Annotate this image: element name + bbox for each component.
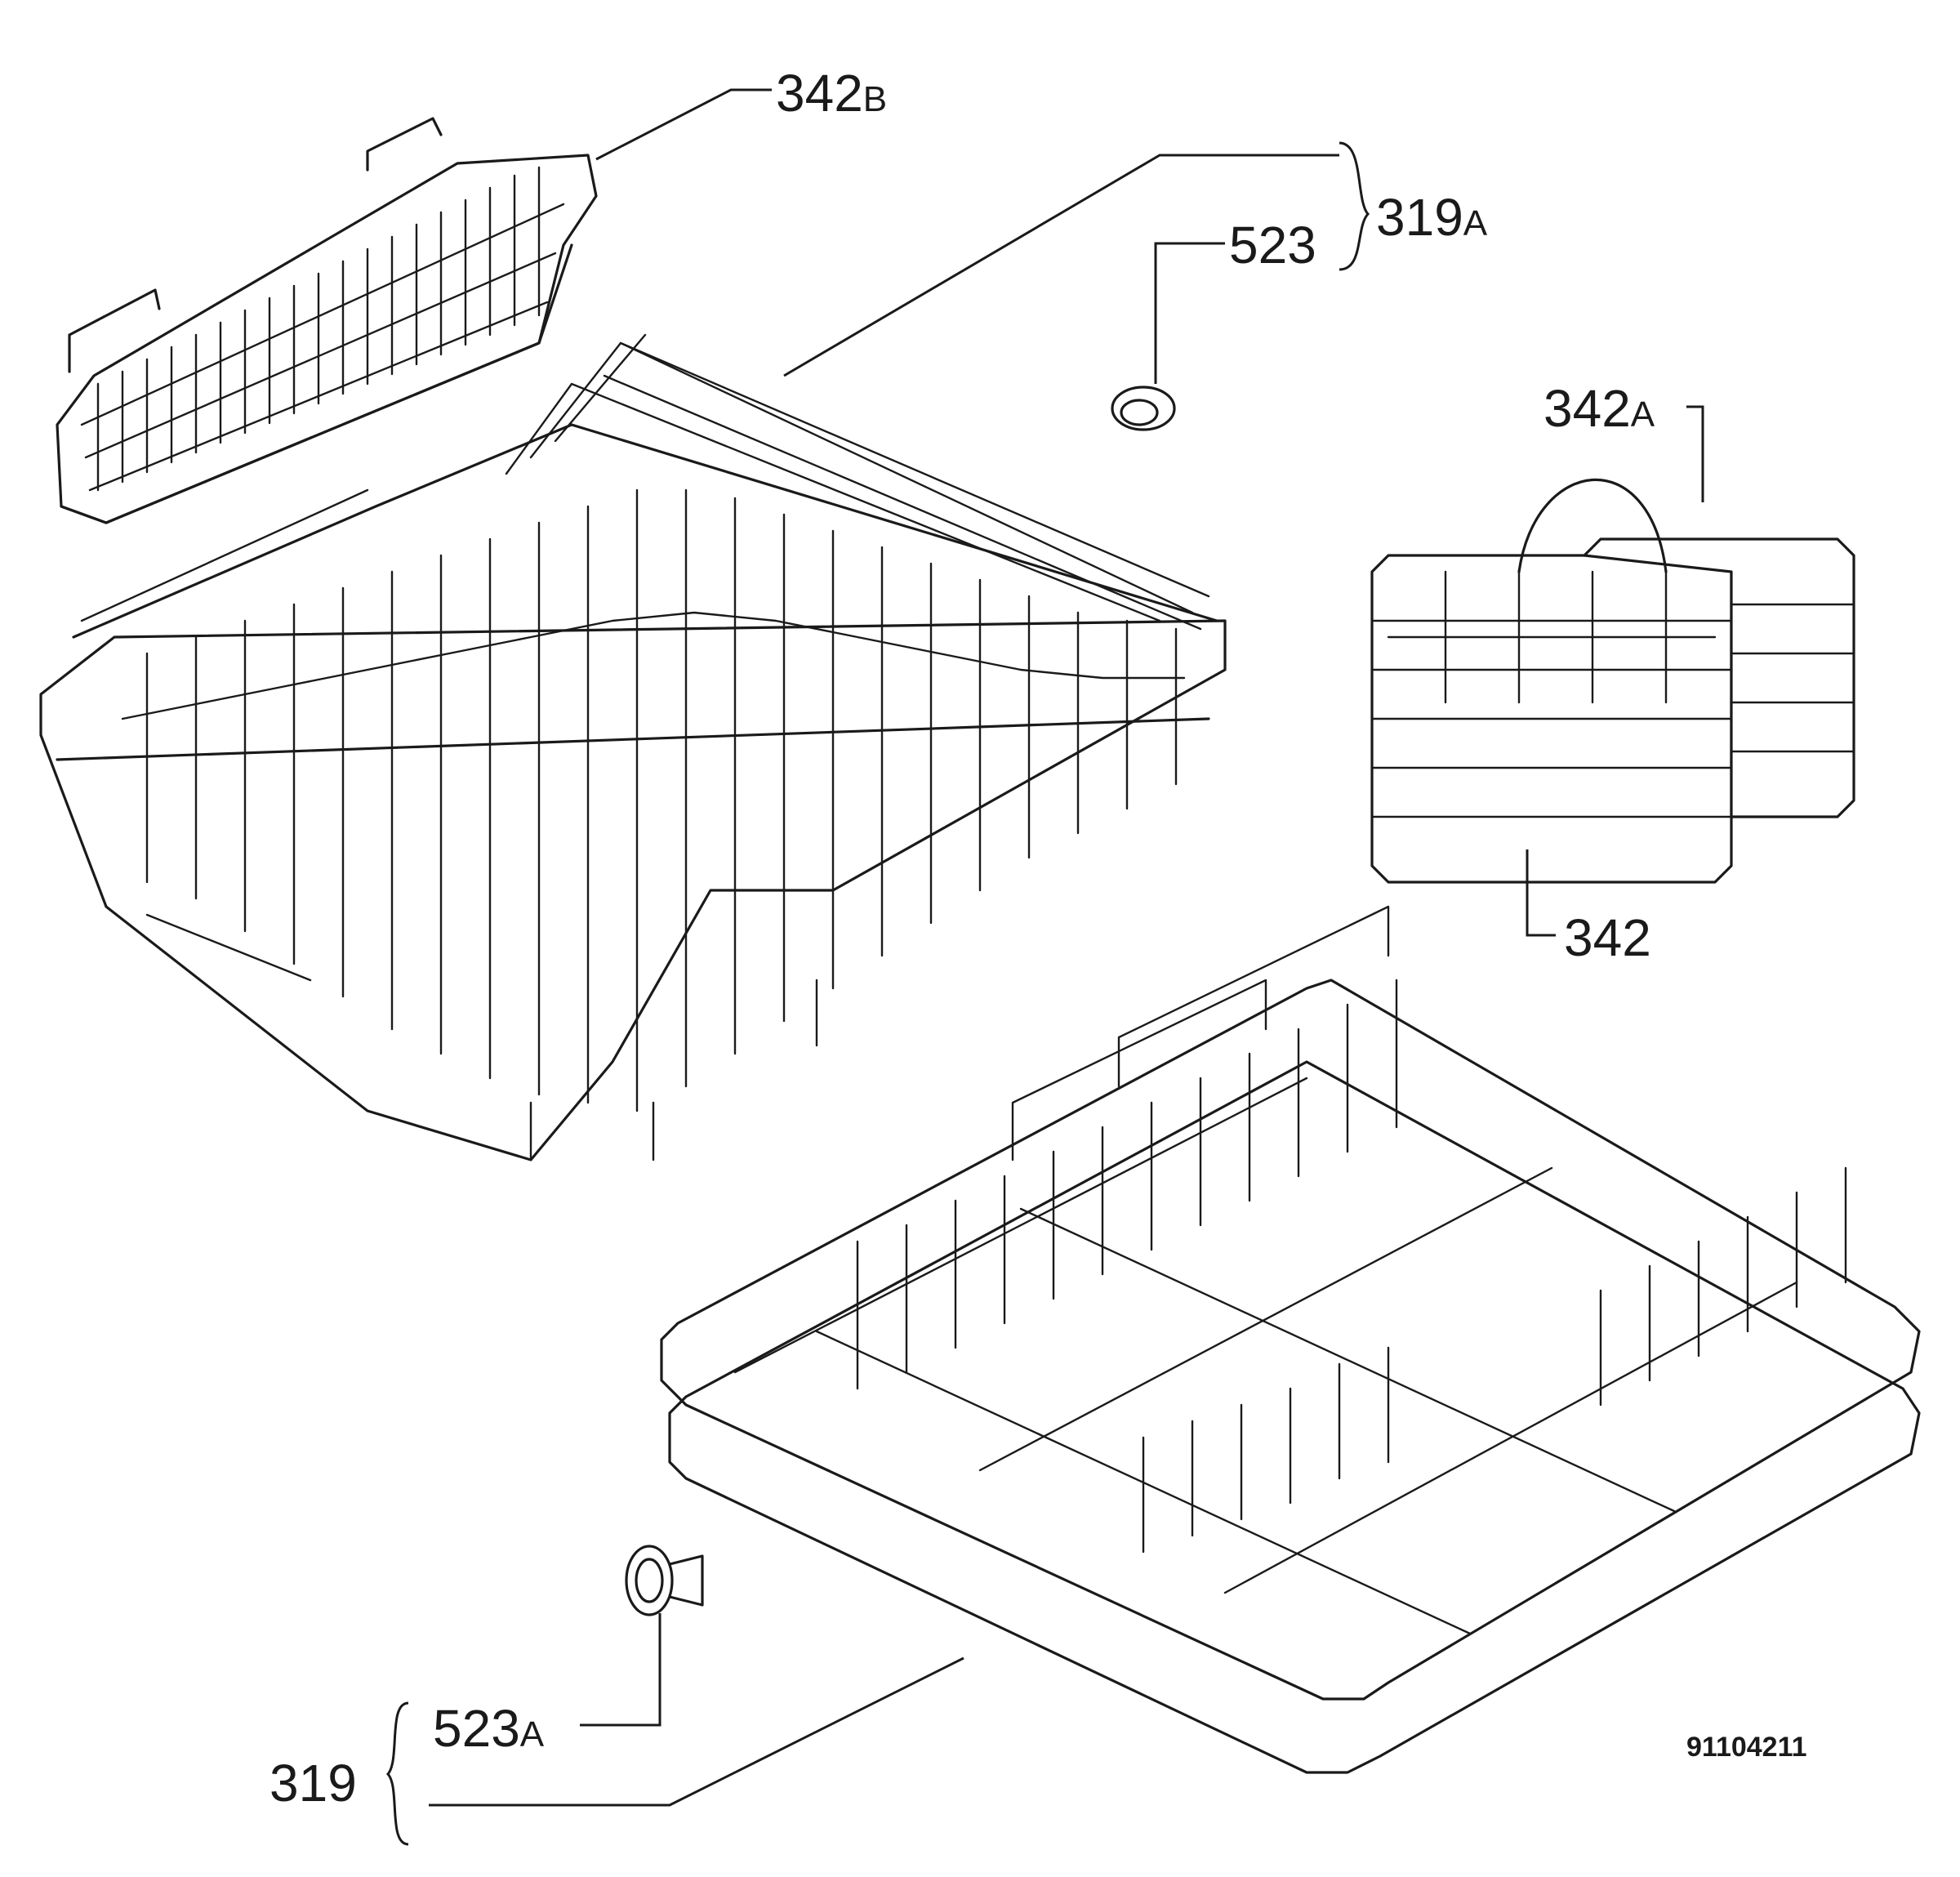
upper-rack-drawing (39, 333, 1227, 1161)
lower-wheel-drawing (625, 1545, 704, 1616)
part-label-342: 342 (1564, 908, 1651, 967)
part-label-319: 319 (270, 1754, 357, 1812)
upper-wheel-drawing (1111, 386, 1176, 431)
upper-side-basket-drawing (56, 117, 598, 524)
leader-lines (385, 88, 1704, 1846)
callout-labels: 342B 319A 523 342A 342 523A 319 91104211 (270, 64, 1807, 1812)
part-label-523: 523 (1229, 216, 1316, 274)
part-label-319A: 319A (1376, 188, 1488, 247)
document-code: 91104211 (1686, 1732, 1807, 1763)
part-label-523A: 523A (433, 1699, 545, 1758)
part-label-342B: 342B (776, 64, 887, 123)
lower-rack-drawing (660, 905, 1921, 1774)
cutlery-basket-drawing (1370, 478, 1855, 884)
part-label-342A: 342A (1544, 379, 1655, 438)
